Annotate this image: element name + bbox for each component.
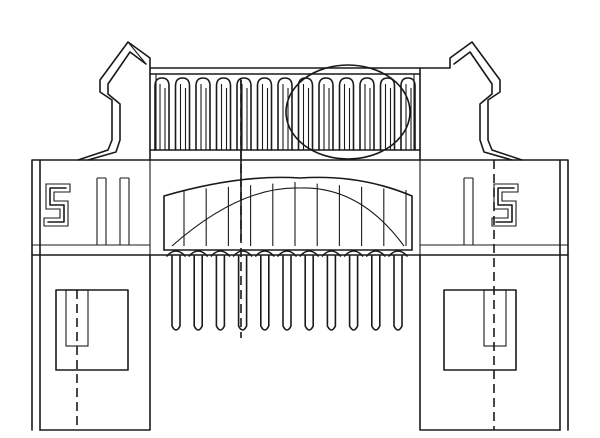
left-s-mark [43, 183, 71, 227]
right-lower-pocket [443, 289, 517, 371]
top-contact [154, 77, 170, 151]
left-latch [77, 41, 151, 161]
main-body [31, 159, 569, 431]
lower-pin [343, 250, 364, 331]
top-contact [338, 77, 355, 151]
top-contact [195, 77, 211, 151]
top-contacts [154, 77, 416, 151]
top-contact [297, 77, 314, 151]
top-contact [236, 77, 252, 151]
lower-pin [366, 250, 386, 331]
top-contact [277, 77, 293, 151]
insert-fingers [183, 182, 407, 246]
right-s-mark [491, 183, 519, 227]
top-contact [215, 77, 232, 151]
lower-pin [188, 250, 208, 331]
top-contact [174, 77, 191, 151]
top-contact [256, 77, 273, 151]
lower-pin [255, 250, 275, 331]
lower-pin [299, 250, 319, 331]
detail-circle [285, 64, 411, 160]
lower-pin [166, 250, 186, 331]
top-contact [379, 77, 396, 151]
lower-pin [321, 250, 342, 331]
lower-pin [232, 250, 253, 331]
left-lower-pocket [55, 289, 129, 371]
top-contact [318, 77, 334, 151]
lower-pin [388, 250, 408, 331]
lower-pin [210, 250, 231, 331]
upper-housing [149, 67, 421, 161]
central-insert [163, 176, 413, 251]
lower-pin [277, 250, 297, 331]
lower-pins [166, 250, 408, 331]
right-latch [419, 41, 523, 161]
top-contact [359, 77, 375, 151]
